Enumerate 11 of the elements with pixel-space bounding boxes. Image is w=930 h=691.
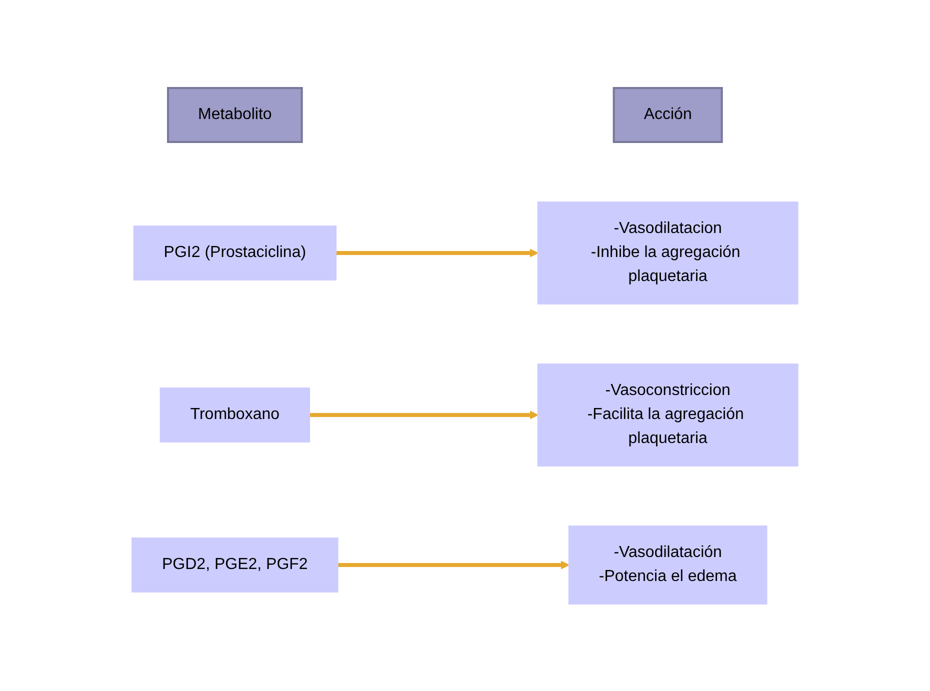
node-box: Metabolito [167,86,303,142]
node-box: -Vasodilatacion -Inhibe la agregación plaquetaria [537,201,798,304]
node-box: -Vasodilatación -Potencia el edema [568,525,768,604]
node-box: PGD2, PGE2, PGF2 [132,537,338,592]
arrow [338,560,570,569]
arrow [336,248,538,257]
node-box: Acción [612,86,723,142]
arrow [310,410,538,419]
node-box: -Vasoconstriccion -Facilita la agregación plaquetaria [537,363,798,466]
node-box: PGI2 (Prostaciclina) [133,225,337,280]
node-box: Tromboxano [160,387,310,442]
